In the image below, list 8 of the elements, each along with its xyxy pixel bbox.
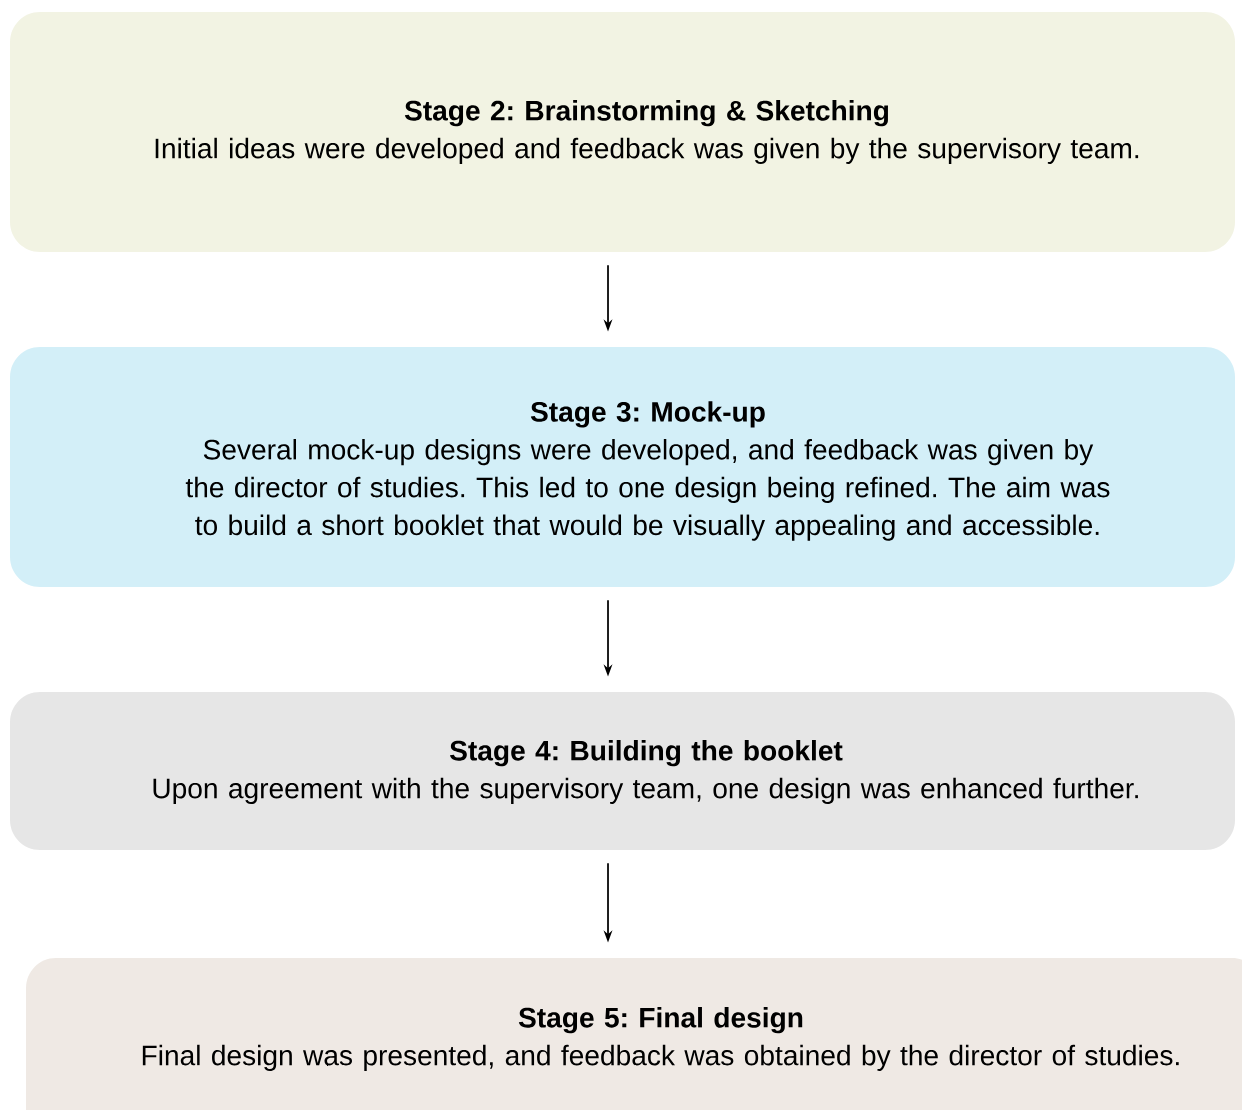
stage-text: Stage 5: Final design Final design was presented, and feedback was obtained by the director of studies. bbox=[142, 1007, 1179, 1071]
stage-text: Stage 2: Brainstorming & Sketching Initial ideas were developed and feedback was given by the supervisory team. bbox=[155, 100, 1139, 164]
stage-text: Stage 4: Building the booklet Upon agreement with the supervisory team, one design was enhanced further. bbox=[153, 740, 1138, 804]
stage-box bbox=[10, 692, 1235, 850]
stage-box bbox=[10, 347, 1235, 587]
stage-text: Stage 3: Mock-up Several mock-up designs were developed, and feedback was given by the director of studies. This led to one design being refined. The aim was to build a short booklet that would be visually appealing and accessible. bbox=[185, 401, 1110, 541]
stage-box bbox=[10, 12, 1235, 252]
stage-box bbox=[26, 958, 1242, 1110]
